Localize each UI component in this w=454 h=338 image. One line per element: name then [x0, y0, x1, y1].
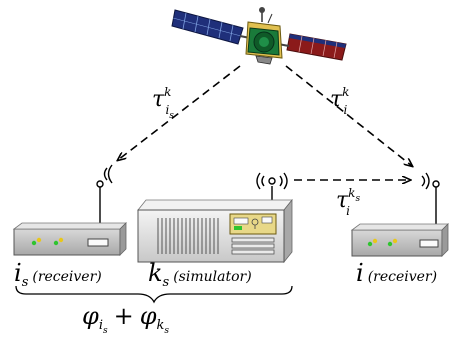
broadcast-waves-sim-icon	[256, 172, 288, 190]
receiver-s-device	[12, 180, 127, 256]
left-solar-panel	[171, 9, 244, 45]
arrow-sat-to-receiver-i	[285, 65, 412, 166]
arrow-sat-to-receiver-s	[118, 65, 241, 160]
group-brace	[15, 285, 293, 304]
receive-waves-left-icon	[103, 164, 113, 184]
phase-sum-label: φis+φks	[82, 302, 169, 333]
simulator-vents	[157, 218, 219, 254]
right-solar-panel	[286, 33, 347, 61]
signal-arrows	[118, 65, 412, 180]
receive-waves-right-icon	[421, 172, 430, 190]
simulator-slots	[231, 237, 275, 255]
label-simulator: ks(simulator)	[148, 259, 252, 290]
satellite-icon	[171, 7, 347, 65]
label-receiver-s: is(receiver)	[14, 259, 102, 290]
simulator-control-panel	[229, 213, 277, 235]
label-receiver-i: i(receiver)	[356, 259, 437, 287]
receiver-i-device	[350, 180, 449, 257]
satellite-body	[245, 21, 283, 65]
simulator-device	[137, 177, 293, 264]
